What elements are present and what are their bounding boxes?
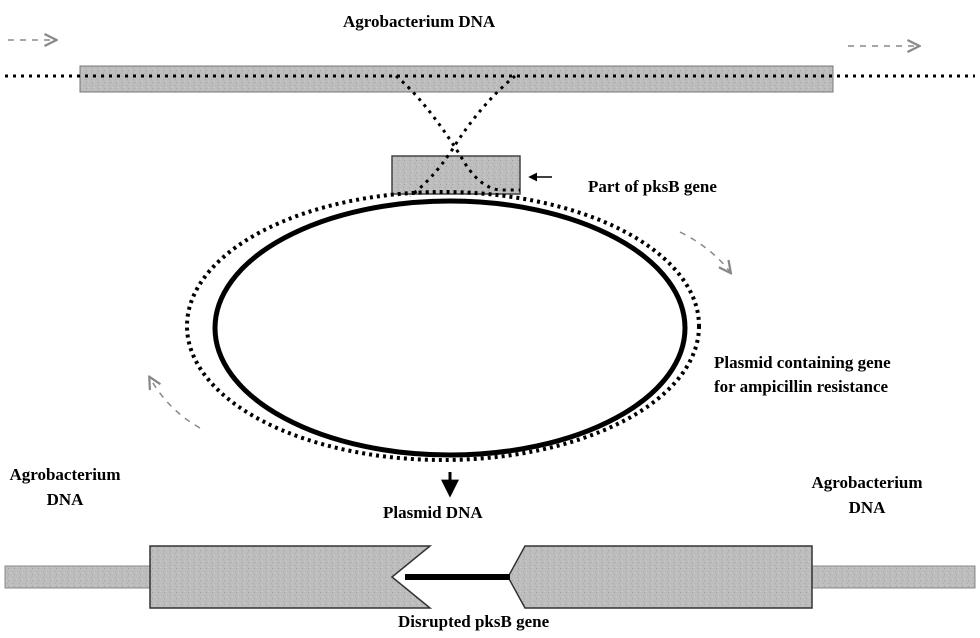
plasmid-rotation-arrow-left bbox=[150, 378, 200, 428]
plasmid-solid-ring bbox=[215, 201, 685, 455]
right-agrobacterium-label-line2: DNA bbox=[792, 498, 942, 518]
plasmid-dna-label: Plasmid DNA bbox=[383, 503, 483, 523]
bottom-left-agrobacterium-dna bbox=[5, 566, 151, 588]
plasmid-label-line2: for ampicillin resistance bbox=[714, 377, 888, 397]
plasmid-label-line1: Plasmid containing gene bbox=[714, 353, 891, 373]
pksb-gene-left-fragment bbox=[150, 546, 430, 608]
left-agrobacterium-label-line2: DNA bbox=[0, 490, 130, 510]
top-dna-bar bbox=[80, 66, 833, 92]
disrupted-pksb-gene-label: Disrupted pksB gene bbox=[398, 612, 549, 632]
plasmid-ring bbox=[187, 192, 699, 460]
top-agrobacterium-dna bbox=[5, 66, 975, 92]
pksb-gene-fragment bbox=[392, 156, 520, 194]
disrupted-gene-assembly bbox=[5, 546, 975, 608]
plasmid-dotted-outer bbox=[187, 192, 699, 460]
right-agrobacterium-label-line1: Agrobacterium bbox=[792, 473, 942, 493]
pksb-gene-right-fragment bbox=[508, 546, 812, 608]
bottom-right-agrobacterium-dna bbox=[810, 566, 975, 588]
top-agrobacterium-dna-label: Agrobacterium DNA bbox=[343, 12, 495, 32]
left-agrobacterium-label-line1: Agrobacterium bbox=[0, 465, 130, 485]
plasmid-rotation-arrow-right bbox=[680, 232, 730, 272]
part-of-pksb-gene-label: Part of pksB gene bbox=[588, 177, 717, 197]
